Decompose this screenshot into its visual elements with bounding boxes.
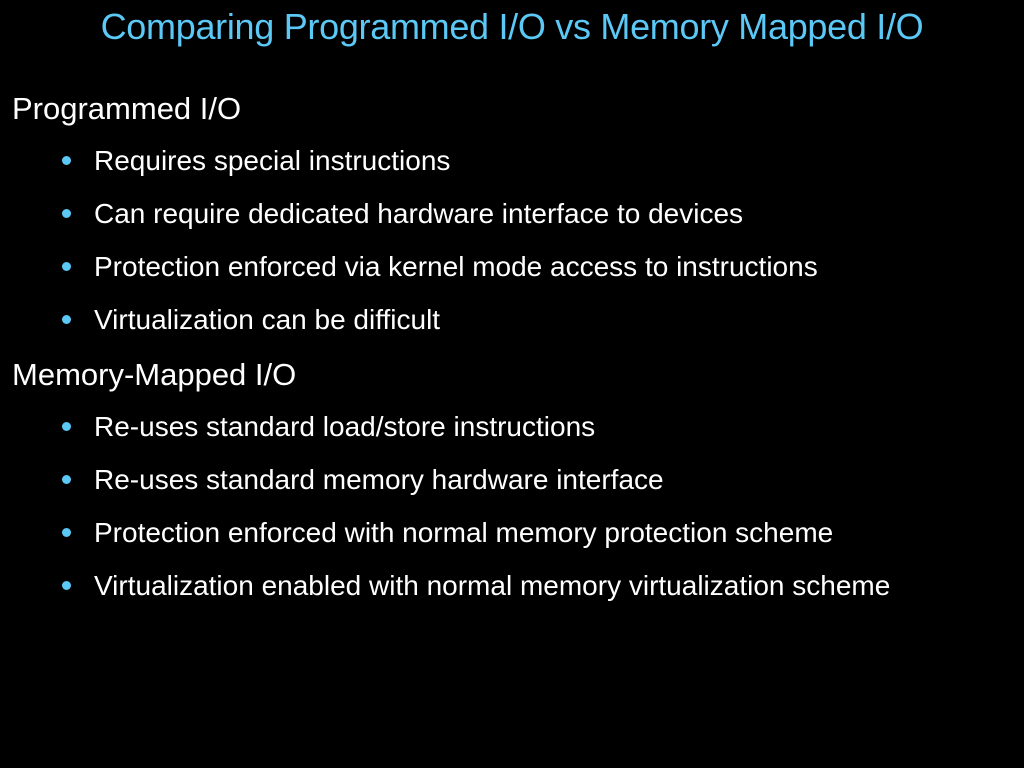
bullet-item: Requires special instructions: [12, 139, 1017, 183]
bullet-list: Requires special instructions Can requir…: [12, 139, 1017, 342]
bullet-dot-icon: [62, 209, 71, 218]
bullet-item: Protection enforced via kernel mode acce…: [12, 245, 1017, 289]
bullet-dot-icon: [62, 262, 71, 271]
bullet-item: Can require dedicated hardware interface…: [12, 192, 1017, 236]
slide-title: Comparing Programmed I/O vs Memory Mappe…: [100, 6, 924, 47]
bullet-dot-icon: [62, 581, 71, 590]
bullet-item: Re-uses standard memory hardware interfa…: [12, 458, 1017, 502]
bullet-dot-icon: [62, 475, 71, 484]
bullet-dot-icon: [62, 528, 71, 537]
section-memory-mapped-io: Memory-Mapped I/O Re-uses standard load/…: [12, 354, 1017, 608]
section-programmed-io: Programmed I/O Requires special instruct…: [12, 88, 1017, 342]
bullet-list: Re-uses standard load/store instructions…: [12, 405, 1017, 608]
bullet-dot-icon: [62, 422, 71, 431]
bullet-item: Protection enforced with normal memory p…: [12, 511, 1017, 555]
bullet-item: Virtualization can be difficult: [12, 298, 1017, 342]
section-heading: Programmed I/O: [12, 91, 242, 126]
slide-content: Programmed I/O Requires special instruct…: [12, 88, 1017, 608]
bullet-item: Virtualization enabled with normal memor…: [12, 564, 894, 608]
section-heading: Memory-Mapped I/O: [12, 357, 297, 392]
bullet-dot-icon: [62, 156, 71, 165]
bullet-dot-icon: [62, 315, 71, 324]
bullet-item: Re-uses standard load/store instructions: [12, 405, 1017, 449]
